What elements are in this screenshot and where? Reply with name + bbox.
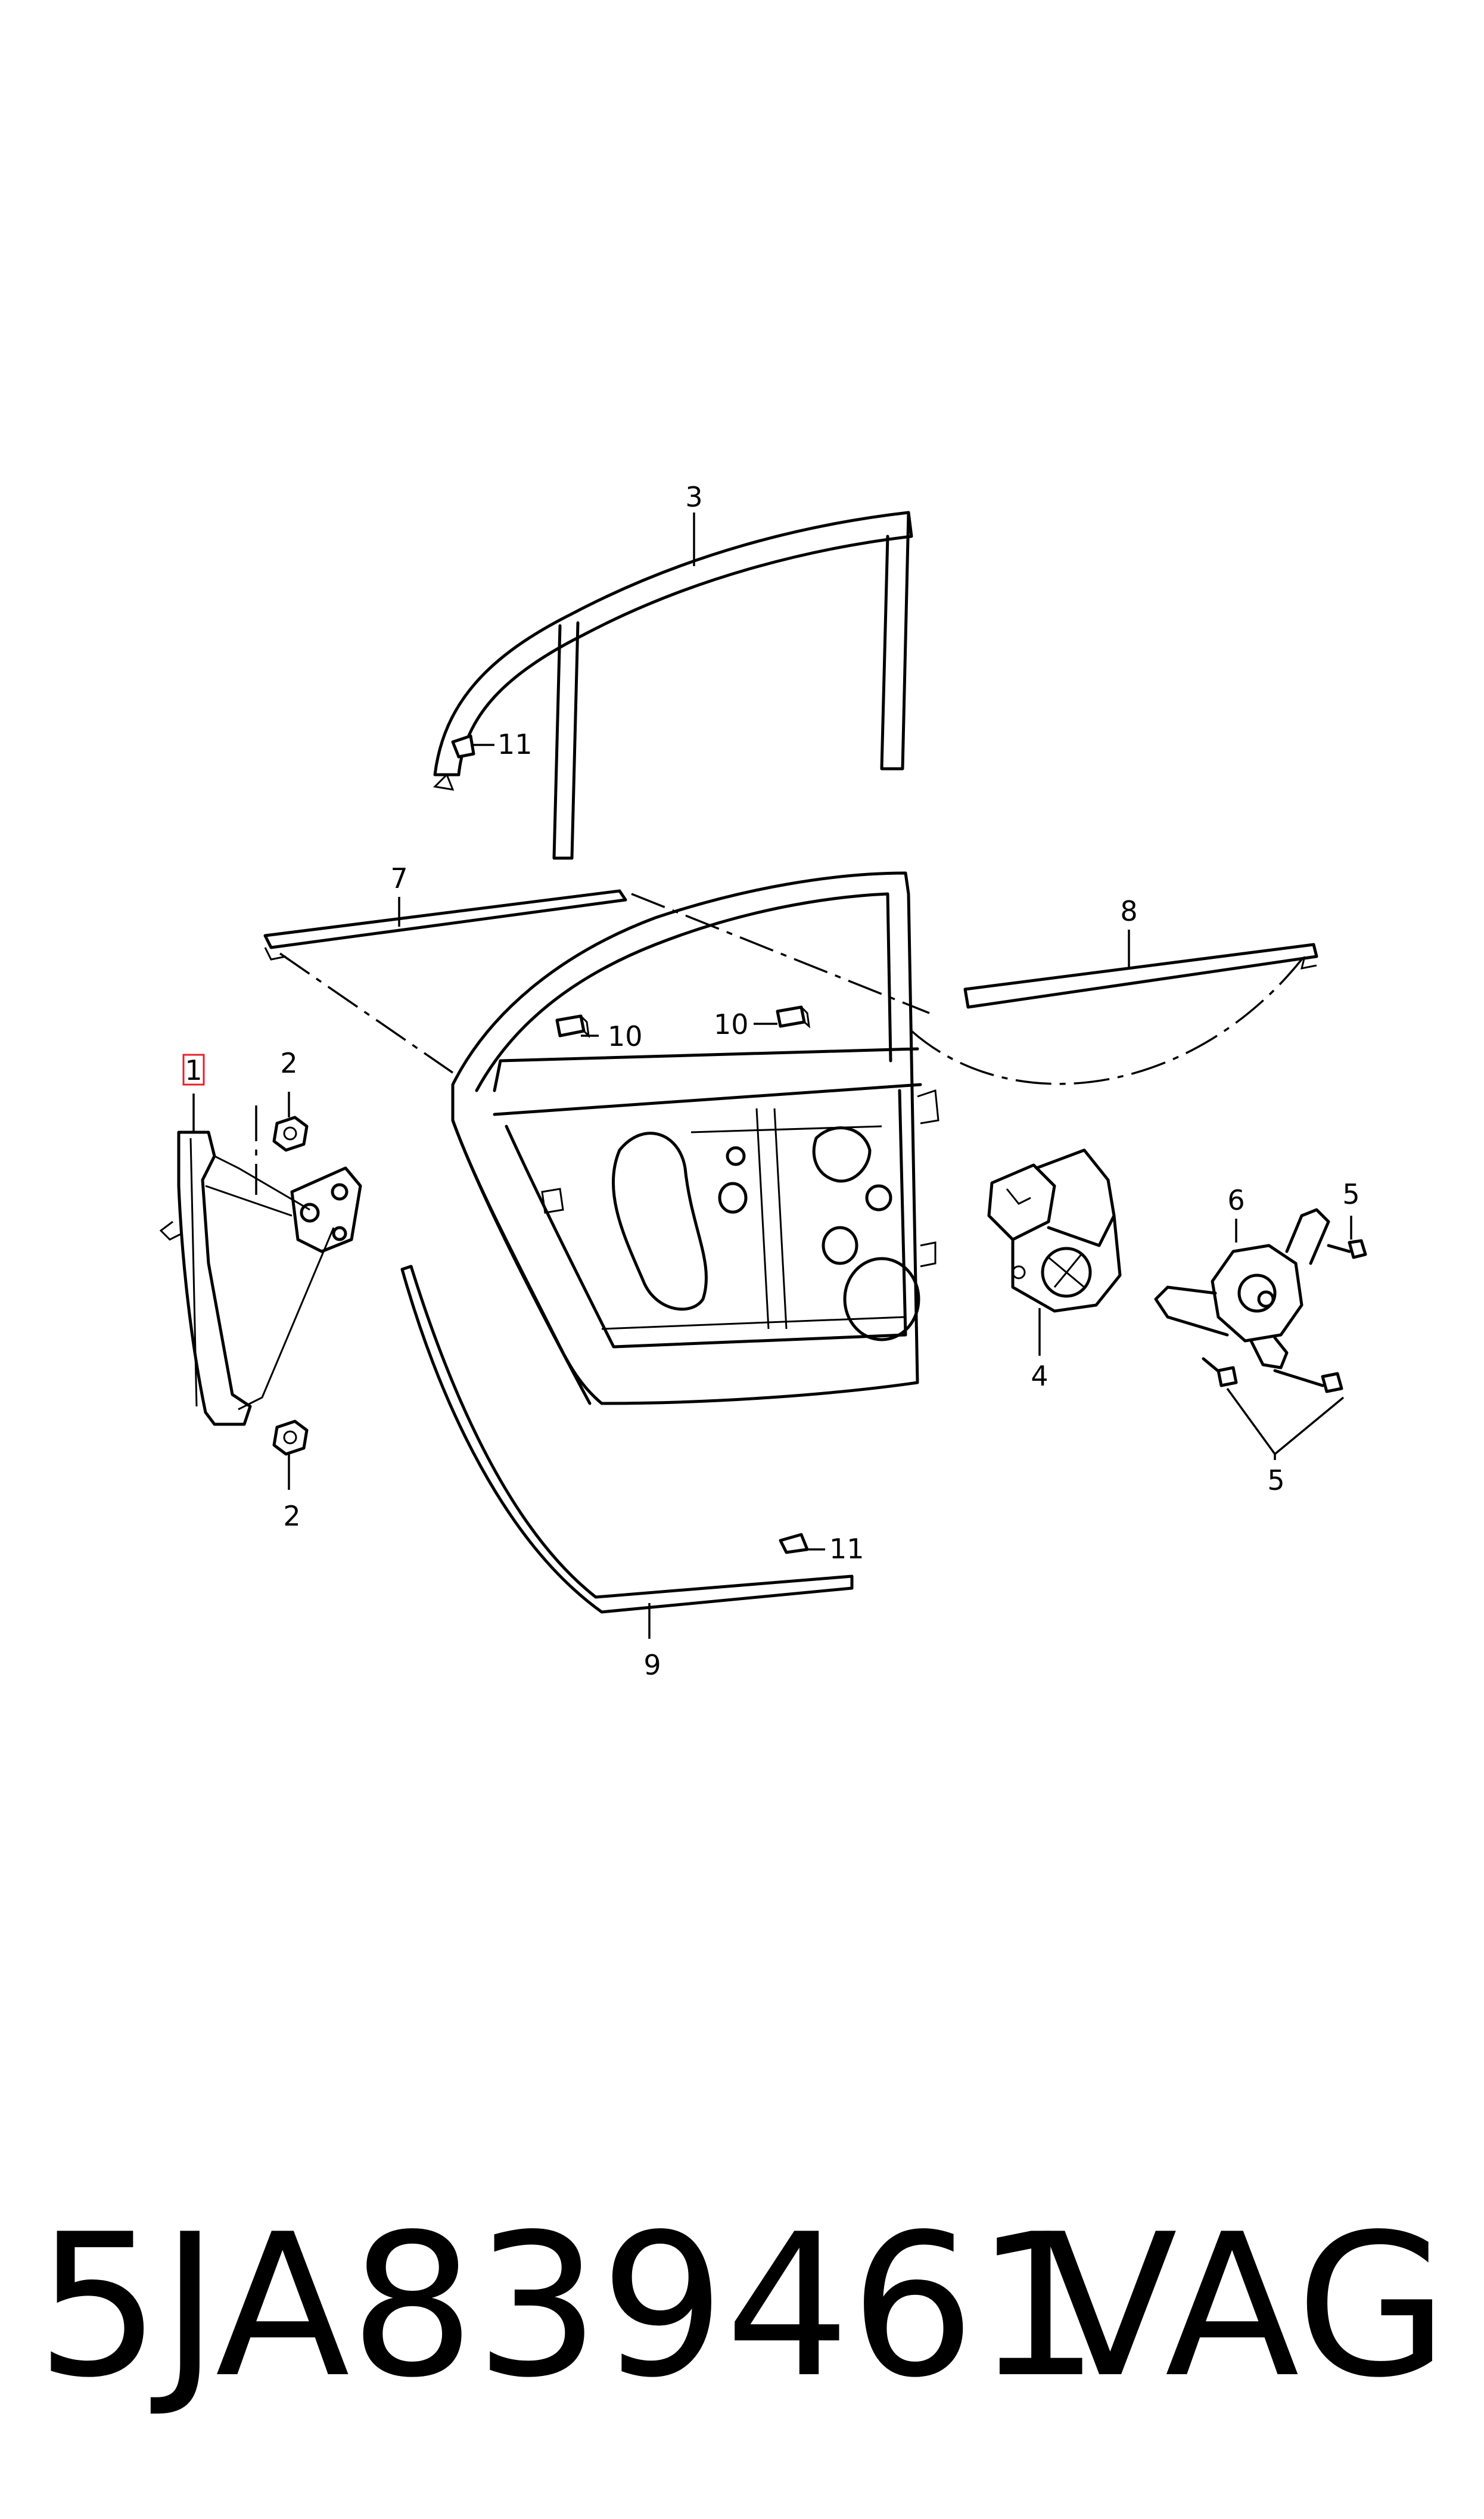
callout-9: 9 <box>643 1649 661 1681</box>
callout-1: 1 <box>185 1054 202 1086</box>
part-4-window-motor <box>987 1148 1122 1313</box>
callout-11-upper: 11 <box>497 728 533 760</box>
callout-5-upper: 5 <box>1342 1178 1359 1210</box>
part-5-bolt-lower-left <box>1202 1357 1238 1387</box>
callout-1-highlight <box>182 1054 205 1086</box>
callout-4: 4 <box>1031 1360 1048 1392</box>
part-9-lower-seal <box>400 1265 854 1614</box>
callout-2-lower: 2 <box>283 1500 300 1532</box>
brand-name: VAG <box>1043 2192 1448 2421</box>
callout-11-lower: 11 <box>829 1533 864 1565</box>
footer: 5JA839461 VAG <box>0 2193 1484 2419</box>
callout-3: 3 <box>685 481 702 513</box>
callout-10-right: 10 <box>714 1008 749 1040</box>
part-1-window-regulator <box>159 1130 362 1426</box>
part-2-nut-lower <box>272 1420 309 1456</box>
part-10-buffer-left <box>555 1014 590 1039</box>
part-6-bracket <box>1154 1208 1330 1369</box>
callout-2-upper: 2 <box>280 1047 297 1079</box>
door-shell <box>451 871 939 1405</box>
part-5-bolt-lower-right <box>1273 1369 1343 1393</box>
callout-10-left: 10 <box>608 1020 643 1052</box>
leader-lines <box>192 513 1352 1639</box>
callout-5-lower: 5 <box>1267 1464 1284 1496</box>
part-11-clip-lower <box>779 1533 809 1554</box>
part-8-seal-strip <box>963 943 1318 1009</box>
part-5-bolt-right <box>1327 1239 1367 1259</box>
callout-6: 6 <box>1227 1184 1245 1216</box>
assembly-lines <box>255 893 1303 1195</box>
callout-8: 8 <box>1120 895 1137 927</box>
part-7-seal-strip <box>263 889 627 961</box>
callout-7: 7 <box>390 862 407 894</box>
part-10-buffer-right <box>776 1005 811 1029</box>
part-3-window-channel <box>433 511 913 860</box>
part-11-clip-upper <box>451 734 475 759</box>
part-2-nut-upper <box>272 1116 309 1152</box>
part-number: 5JA839461 <box>36 2192 1100 2421</box>
